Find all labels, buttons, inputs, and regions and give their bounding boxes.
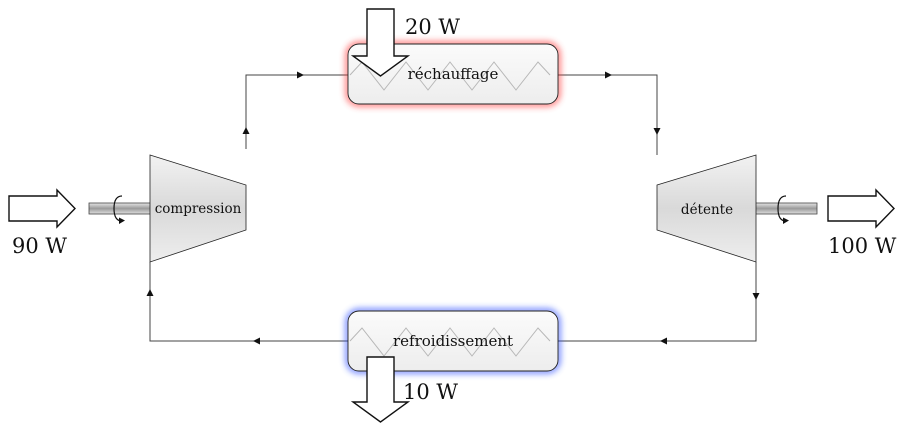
flow-arrow: [146, 289, 154, 296]
cooler-box: [347, 310, 559, 372]
pipe-loop: [146, 71, 760, 345]
pipe-turbine-to-cooler: [558, 262, 757, 342]
heat-input-label: 20 W: [405, 15, 460, 39]
compressor-shaft: [88, 202, 152, 215]
flow-arrow: [297, 71, 304, 79]
rotation-icon: [113, 195, 123, 222]
pipe-cooler-to-compressor: [149, 262, 350, 342]
flow-arrow: [653, 128, 661, 135]
pipe-compressor-to-heater: [245, 74, 350, 149]
heater-coil: [349, 61, 551, 91]
flow-arrow: [242, 127, 250, 134]
heat-output-label: 10 W: [403, 380, 458, 404]
heater-label: réchauffage: [408, 65, 499, 83]
work-output-arrow: [827, 188, 895, 229]
turbine: détente: [656, 154, 818, 263]
compressor: compression: [88, 154, 247, 263]
turbine-label: détente: [681, 202, 733, 218]
flow-arrow: [605, 71, 612, 79]
work-input-arrow: [8, 188, 76, 229]
compression-label: compression: [155, 201, 242, 217]
rotation-icon: [777, 195, 787, 222]
turbine-shaft: [754, 202, 818, 215]
cooler-coil: [349, 327, 551, 357]
cooler-label: refroidissement: [393, 332, 513, 350]
cooler: refroidissement: [345, 308, 561, 374]
heat-input-arrow: [350, 8, 411, 77]
flow-arrow: [752, 293, 760, 300]
pipe-heater-to-turbine: [558, 74, 658, 155]
flow-arrow: [253, 337, 260, 345]
heat-output-arrow: [350, 356, 411, 423]
compressor-body: [149, 154, 247, 263]
turbine-body: [656, 154, 757, 263]
rotation-arrow-icon: [783, 217, 789, 224]
rotation-arrow-icon: [119, 217, 125, 224]
work-input-label: 90 W: [12, 234, 67, 258]
work-output-label: 100 W: [828, 234, 897, 258]
flow-arrow: [660, 337, 667, 345]
